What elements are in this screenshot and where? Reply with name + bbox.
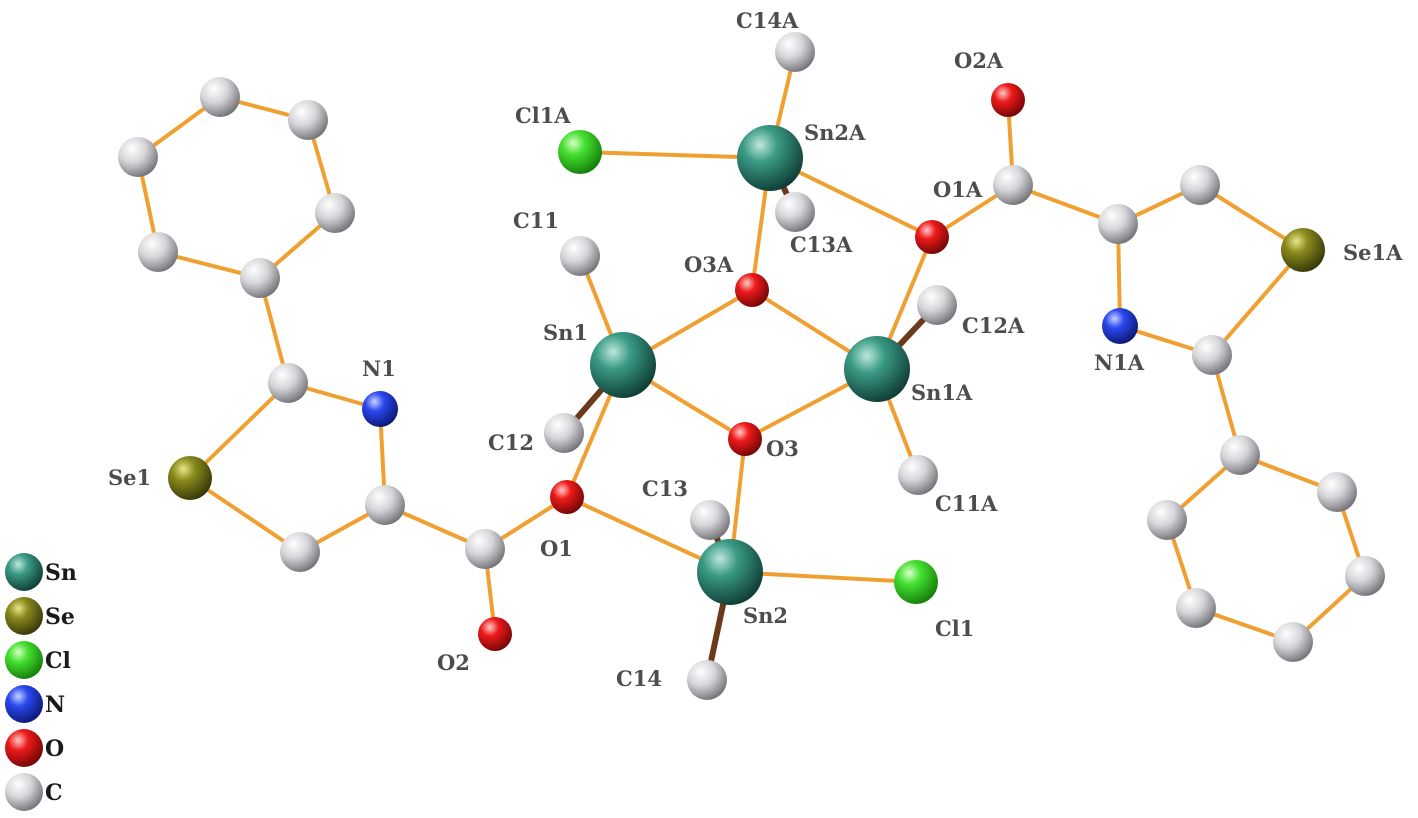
atom-o1a [915, 220, 949, 254]
atom-c13 [690, 500, 730, 540]
label-c12a: C12A [962, 313, 1025, 338]
atom-layer [118, 32, 1385, 700]
atom-c12 [544, 413, 584, 453]
label-o2: O2 [437, 650, 470, 675]
atom-pa2 [288, 100, 328, 140]
legend-swatch-n [5, 685, 43, 723]
atom-pa3 [118, 137, 158, 177]
atom-ccarba [993, 165, 1033, 205]
label-cl1a: Cl1A [515, 103, 571, 128]
atom-sn2a [737, 125, 803, 191]
atom-label-layer: C14A O2A Cl1A Sn2A O1A C11 C13A O3A Se1A… [108, 8, 1403, 691]
atom-se1a [1281, 228, 1325, 272]
atom-o1 [550, 480, 584, 514]
label-c11: C11 [513, 208, 559, 233]
bond-cR1-Se1 [188, 381, 290, 480]
atom-o3a [735, 273, 769, 307]
label-c12: C12 [488, 430, 534, 455]
atom-pa1 [200, 77, 240, 117]
atom-pa5 [138, 232, 178, 272]
legend-swatch-cl [5, 641, 43, 679]
legend-label-se: Se [45, 604, 75, 630]
label-c14: C14 [616, 666, 662, 691]
atom-cr2 [365, 485, 405, 525]
label-sn2: Sn2 [743, 603, 788, 628]
label-n1: N1 [362, 356, 396, 381]
label-sn1a: Sn1A [911, 380, 973, 405]
atom-c12a [917, 285, 957, 325]
atom-pb6 [1273, 622, 1313, 662]
label-sn2a: Sn2A [804, 120, 866, 145]
label-o1: O1 [540, 536, 573, 561]
legend-swatch-o [5, 729, 43, 767]
atom-ccarb [465, 529, 505, 569]
legend-label-n: N [45, 692, 65, 718]
label-se1: Se1 [108, 465, 151, 490]
atom-pa4 [315, 193, 355, 233]
bond-Se1A-cR1A [1210, 248, 1305, 357]
label-se1a: Se1A [1343, 240, 1403, 265]
legend-label-c: C [45, 780, 63, 806]
label-c11a: C11A [935, 491, 998, 516]
label-sn1: Sn1 [543, 320, 588, 345]
legend-label-sn: Sn [45, 560, 77, 586]
atom-c14a [775, 32, 815, 72]
label-o3a: O3A [684, 252, 734, 277]
atom-sn2 [697, 539, 763, 605]
legend-swatch-se [5, 597, 43, 635]
atom-o3 [728, 422, 762, 456]
label-c13: C13 [642, 476, 688, 501]
atom-pb3 [1147, 500, 1187, 540]
legend-swatch-c [5, 773, 43, 811]
atom-c11 [560, 236, 600, 276]
label-c14a: C14A [736, 8, 799, 33]
atom-cr1 [268, 363, 308, 403]
label-o3: O3 [766, 436, 799, 461]
legend-swatch-sn [5, 553, 43, 591]
atom-cl1 [894, 560, 938, 604]
atom-sn1 [590, 332, 656, 398]
label-o1a: O1A [933, 177, 983, 202]
bond-Se1-cR3 [188, 476, 302, 554]
atom-n1a [1102, 308, 1138, 344]
legend-label-cl: Cl [45, 648, 71, 674]
atom-sn1a [844, 336, 910, 402]
label-cl1: Cl1 [935, 616, 974, 641]
atom-o2a [991, 83, 1025, 117]
atom-pb1 [1220, 435, 1260, 475]
atom-cr3a [1180, 165, 1220, 205]
atom-c13a [775, 192, 815, 232]
atom-o2 [478, 617, 512, 651]
atom-c11a [898, 455, 938, 495]
atom-se1 [168, 456, 212, 500]
atom-pa6 [240, 258, 280, 298]
legend-label-o: O [45, 736, 64, 762]
atom-pb2 [1317, 472, 1357, 512]
label-n1a: N1A [1094, 350, 1145, 375]
label-c13a: C13A [790, 232, 853, 257]
atom-pb4 [1345, 556, 1385, 596]
atom-cr1a [1192, 335, 1232, 375]
atom-pb5 [1176, 588, 1216, 628]
label-o2a: O2A [954, 48, 1004, 73]
atom-cr3 [280, 532, 320, 572]
atom-cl1a [558, 130, 602, 174]
atom-cr2a [1098, 204, 1138, 244]
atom-c14 [687, 660, 727, 700]
atom-n1 [362, 391, 398, 427]
